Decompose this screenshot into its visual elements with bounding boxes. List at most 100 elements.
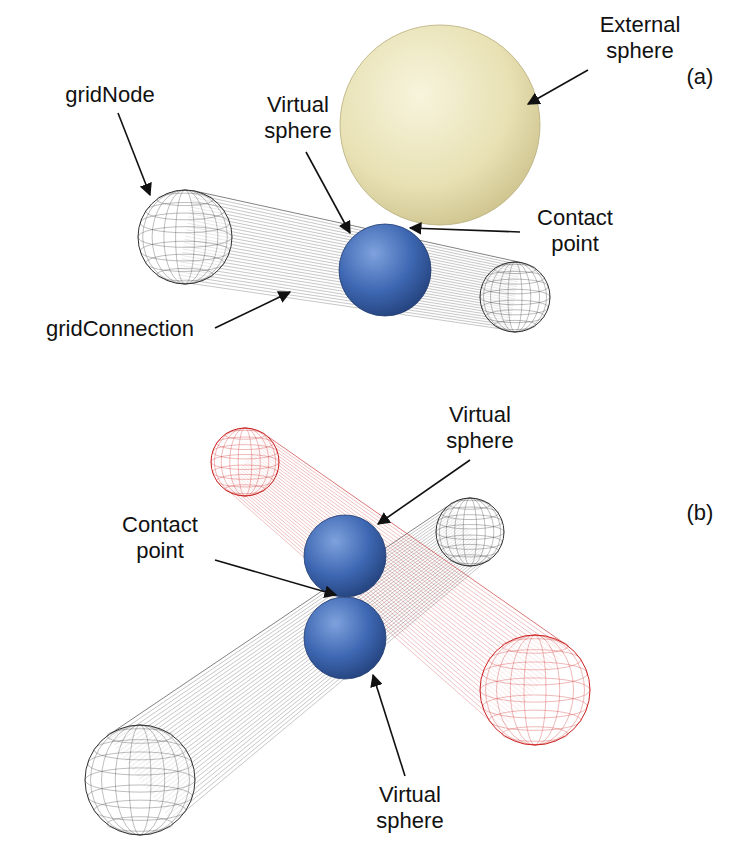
sphere-parallel: [438, 535, 503, 549]
callout-label: Contact point: [525, 205, 625, 258]
sphere-meridian: [164, 190, 206, 284]
sphere-outline: [480, 635, 590, 745]
sphere-parallel: [146, 254, 225, 271]
sphere-meridian: [176, 190, 195, 284]
wire-line: [225, 488, 503, 732]
sphere-parallel: [157, 268, 213, 280]
sphere-meridian: [115, 725, 165, 835]
sphere-parallel: [483, 662, 588, 685]
wire-line: [232, 478, 514, 716]
sphere-parallel: [442, 507, 499, 519]
sphere-meridian: [455, 498, 486, 566]
grid-node-sphere: [138, 190, 232, 284]
sphere-parallel: [225, 485, 266, 494]
wire-line: [169, 556, 488, 819]
callout-label: gridConnection: [30, 316, 210, 342]
wire-line: [247, 460, 538, 687]
wire-line: [139, 531, 469, 779]
panel-a-art: [138, 25, 550, 332]
sphere-meridian: [238, 428, 252, 496]
virtual-sphere: [304, 515, 386, 597]
callout-label: Virtual sphere: [430, 402, 530, 455]
external-sphere: [340, 25, 540, 225]
sphere-parallel: [450, 555, 491, 564]
sphere-parallel: [94, 800, 186, 820]
wire-line: [226, 486, 504, 729]
wire-line: [237, 473, 522, 708]
leader-arrow: [410, 228, 520, 232]
panel-b-art: [85, 428, 590, 835]
sphere-outline: [436, 498, 504, 566]
sphere-parallel: [213, 465, 278, 479]
sphere-parallel: [489, 650, 581, 670]
sphere-parallel: [217, 437, 274, 449]
wire-line: [241, 467, 529, 698]
leader-lines: [118, 70, 588, 776]
leader-arrow: [306, 152, 350, 233]
leader-arrow: [215, 560, 336, 595]
sphere-meridian: [524, 635, 546, 745]
callout-label: Contact point: [110, 512, 210, 565]
callout-label: Virtual sphere: [360, 782, 460, 835]
grid-node-sphere: [480, 262, 550, 332]
wire-line: [165, 552, 486, 813]
sphere-parallel: [107, 817, 173, 832]
sphere-meridian: [486, 635, 585, 745]
grid-node-sphere: [85, 725, 195, 835]
virtual-sphere: [304, 597, 386, 679]
grid-node-sphere: [480, 635, 590, 745]
sphere-parallel: [140, 213, 230, 233]
panel-letter: (a): [678, 64, 722, 90]
sphere-meridian: [91, 725, 190, 835]
wire-line: [231, 480, 512, 719]
wire-line: [109, 507, 451, 739]
leader-arrow: [373, 675, 405, 776]
sphere-parallel: [494, 320, 536, 329]
sphere-outline: [211, 428, 279, 496]
sphere-outline: [480, 262, 550, 332]
sphere-parallel: [88, 785, 193, 808]
wire-line: [107, 505, 450, 736]
wire-line: [172, 558, 490, 822]
sphere-meridian: [214, 428, 275, 496]
wire-line: [137, 530, 468, 776]
wire-line: [260, 443, 559, 659]
sphere-meridian: [143, 190, 228, 284]
sphere-meridian: [499, 262, 531, 332]
leader-arrow: [118, 113, 150, 195]
wire-line: [235, 475, 519, 711]
sphere-parallel: [482, 279, 549, 294]
sphere-parallel: [146, 203, 225, 220]
sphere-parallel: [213, 445, 278, 459]
sphere-parallel: [486, 310, 544, 323]
sphere-meridian: [510, 635, 560, 745]
sphere-outline: [85, 725, 195, 835]
wire-line: [135, 528, 467, 773]
sphere-meridian: [484, 262, 547, 332]
sphere-parallel: [438, 515, 503, 529]
sphere-parallel: [502, 727, 568, 742]
wire-line: [234, 476, 517, 713]
sphere-parallel: [217, 474, 274, 486]
sphere-meridian: [463, 498, 477, 566]
sphere-parallel: [88, 752, 193, 775]
wire-line: [248, 458, 540, 683]
sphere-meridian: [230, 428, 261, 496]
grid-node-sphere: [211, 428, 279, 496]
leader-arrow: [215, 292, 290, 328]
wire-line: [228, 484, 507, 726]
sphere-parallel: [486, 271, 544, 284]
wire-line: [229, 482, 509, 722]
sphere-outline: [138, 190, 232, 284]
panel-letter: (b): [678, 500, 722, 526]
wire-line: [167, 554, 487, 816]
wire-line: [240, 469, 527, 701]
callout-label: Virtual sphere: [248, 92, 348, 145]
sphere-parallel: [442, 544, 499, 556]
sphere-parallel: [482, 300, 549, 315]
wire-line: [238, 471, 524, 704]
leader-arrow: [528, 70, 588, 104]
